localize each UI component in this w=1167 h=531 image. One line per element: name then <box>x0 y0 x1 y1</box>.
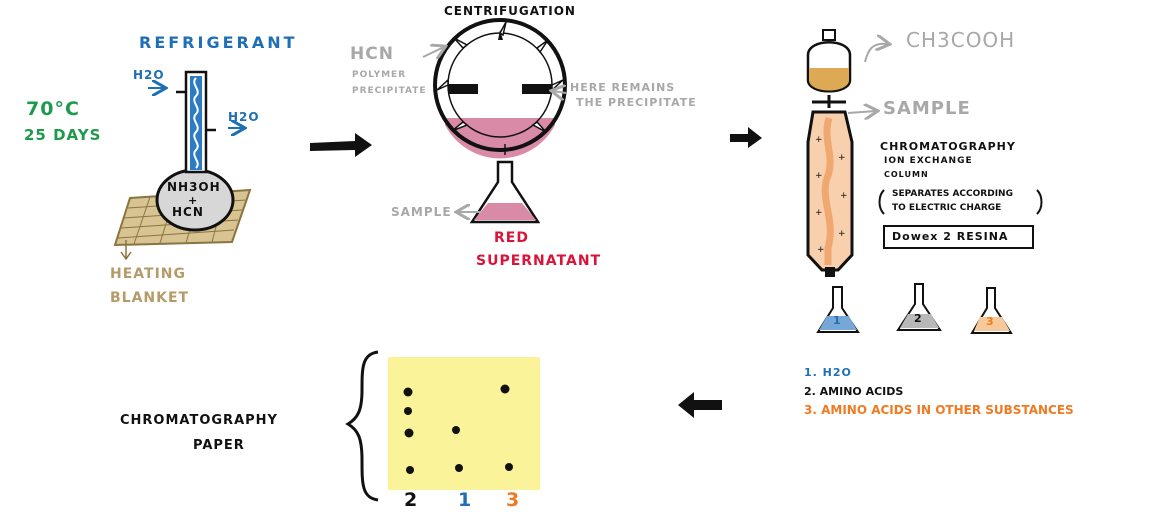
red-label-line2: SUPERNATANT <box>476 253 602 269</box>
temperature-label: 70°C <box>26 98 80 120</box>
svg-text:+: + <box>815 171 823 181</box>
paper-label-line2: PAPER <box>193 438 245 453</box>
heating-label-line2: BLANKET <box>110 290 190 306</box>
water-out-label: H2O <box>228 110 260 124</box>
collection-flask-2 <box>896 283 942 331</box>
sample-label-1: SAMPLE <box>391 205 452 219</box>
svg-text:+: + <box>838 229 846 239</box>
svg-text:+: + <box>815 135 823 145</box>
sample-label-2: SAMPLE <box>883 98 971 119</box>
spot <box>403 387 413 397</box>
remains-label-line2: THE PRECIPITATE <box>576 96 697 109</box>
centrifuge <box>433 18 567 159</box>
red-label-line1: RED <box>494 230 529 246</box>
heating-pointer <box>120 240 132 261</box>
hcn-arrow <box>422 47 444 57</box>
paper-brace <box>345 350 379 502</box>
ion-exchange-column: + + + + + + + <box>806 110 854 277</box>
lane-label-1: 1 <box>458 489 473 511</box>
svg-text:+: + <box>840 191 848 201</box>
ion-exchange-label: ION EXCHANGE <box>884 156 973 166</box>
flask-reagent-bottom: HCN <box>172 205 204 219</box>
flow-arrow-1 <box>310 133 372 157</box>
flow-arrow-3 <box>678 392 722 418</box>
paper-spots <box>403 384 513 474</box>
separatory-funnel <box>806 29 852 108</box>
remains-label-line1: HERE REMAINS <box>570 81 676 94</box>
sample-arrow-2 <box>847 111 876 113</box>
spot <box>406 466 414 474</box>
polymer-label-line1: POLYMER <box>352 70 407 80</box>
polymer-label-line2: PRECIPITATE <box>352 86 427 96</box>
lane-label-2: 2 <box>404 489 419 511</box>
spot <box>404 407 412 415</box>
svg-text:+: + <box>838 153 846 163</box>
supernatant-flask <box>469 160 541 224</box>
spot <box>404 428 414 438</box>
refrigerant-label: REFRIGERANT <box>139 33 298 52</box>
spot <box>505 463 513 471</box>
flask-number-2: 2 <box>914 312 923 325</box>
paper-label-line1: CHROMATOGRAPHY <box>120 413 278 428</box>
flow-arrow-2 <box>730 127 762 148</box>
spot <box>452 426 460 434</box>
flask-reagent-top: NH3OH <box>167 180 221 194</box>
lane-label-3: 3 <box>506 489 521 511</box>
note-bracket-left <box>878 189 885 215</box>
remains-arrow <box>553 91 567 93</box>
flask-number-3: 3 <box>986 315 995 328</box>
spot <box>455 464 463 472</box>
hcn-label: HCN <box>350 44 394 64</box>
fraction-1: 1. H2O <box>804 366 852 379</box>
centrifugation-title: CENTRIFUGATION <box>444 4 576 18</box>
resin-label: Dowex 2 RESINA <box>892 230 1009 243</box>
chromatography-title: CHROMATOGRAPHY <box>880 140 1016 153</box>
duration-label: 25 DAYS <box>24 126 102 144</box>
spot <box>500 384 510 394</box>
collection-flask-1 <box>816 286 860 333</box>
column-label: COLUMN <box>884 170 929 179</box>
charge-note-line1: SEPARATES ACCORDING <box>892 189 1013 199</box>
acetic-arrow <box>864 44 888 63</box>
note-bracket-right <box>1036 189 1043 215</box>
charge-note-line2: TO ELECTRIC CHARGE <box>892 203 1002 213</box>
water-in-label: H2O <box>133 68 165 82</box>
svg-text:+: + <box>815 208 823 218</box>
svg-text:+: + <box>817 245 825 255</box>
heating-label-line1: HEATING <box>110 266 186 282</box>
collection-flask-3 <box>970 287 1013 334</box>
acetic-acid-label: CH3COOH <box>906 28 1016 52</box>
resin-box <box>883 225 1034 249</box>
flask-reagent-plus: + <box>188 194 199 207</box>
flask-number-1: 1 <box>833 314 842 327</box>
fraction-2: 2. AMINO ACIDS <box>804 385 904 398</box>
fraction-3: 3. AMINO ACIDS IN OTHER SUBSTANCES <box>804 403 1074 417</box>
